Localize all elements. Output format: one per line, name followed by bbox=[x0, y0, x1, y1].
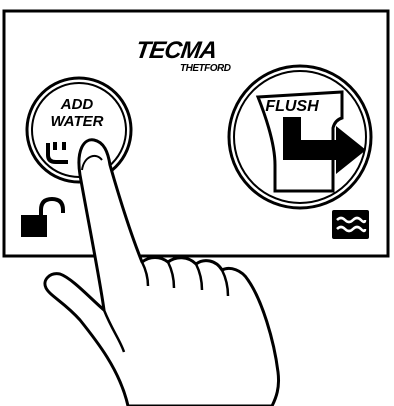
brand-maker: THETFORD bbox=[180, 63, 231, 74]
brand-name: TECMA bbox=[134, 37, 218, 64]
add-water-label-line2: WATER bbox=[50, 113, 103, 130]
water-waves-icon bbox=[332, 210, 369, 239]
flush-label: FLUSH bbox=[265, 98, 319, 115]
add-water-label-line1: ADD bbox=[60, 96, 94, 113]
flush-button[interactable]: FLUSH bbox=[229, 66, 371, 208]
